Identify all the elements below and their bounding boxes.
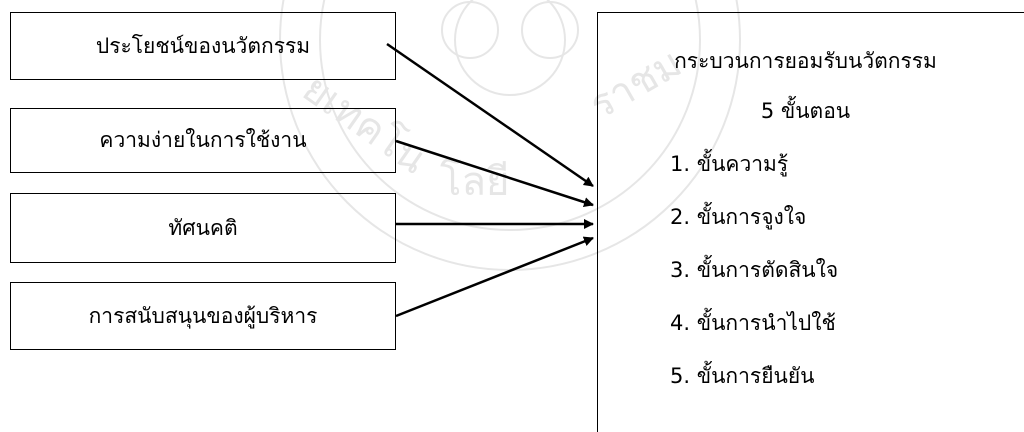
factor-box-innovation-benefit: ประโยชน์ของนวัตกรรม [10, 12, 396, 80]
factor-box-attitude: ทัศนคติ [10, 193, 396, 263]
step-knowledge: 1. ขั้นความรู้ [670, 152, 789, 176]
step-decision: 3. ขั้นการตัดสินใจ [670, 258, 839, 282]
factor-box-ease-of-use: ความง่ายในการใช้งาน [10, 108, 396, 173]
factor-box-management-support: การสนับสนุนของผู้บริหาร [10, 282, 396, 350]
adoption-process-box: กระบวนการยอมรับนวัตกรรม 5 ขั้นตอน 1. ขั้… [597, 12, 1024, 432]
adoption-process-subtitle: 5 ขั้นตอน [760, 99, 851, 123]
step-persuasion: 2. ขั้นการจูงใจ [670, 205, 807, 229]
arrow-from-ease-of-use [395, 139, 594, 207]
step-implementation: 4. ขั้นการนำไปใช้ [670, 311, 836, 335]
arrow-from-innovation-benefit [386, 42, 594, 188]
arrows-layer [386, 42, 594, 318]
watermark-seal: ยเทคโน ราชม โลยี [279, 0, 741, 271]
factor-label: ทัศนคติ [168, 215, 238, 240]
factor-label: ประโยชน์ของนวัตกรรม [95, 33, 311, 58]
factor-label: การสนับสนุนของผู้บริหาร [88, 303, 318, 328]
arrow-from-management-support [395, 236, 594, 318]
adoption-process-title: กระบวนการยอมรับนวัตกรรม [674, 49, 937, 73]
factor-label: ความง่ายในการใช้งาน [99, 128, 307, 152]
step-confirmation: 5. ขั้นการยืนยัน [670, 364, 815, 388]
